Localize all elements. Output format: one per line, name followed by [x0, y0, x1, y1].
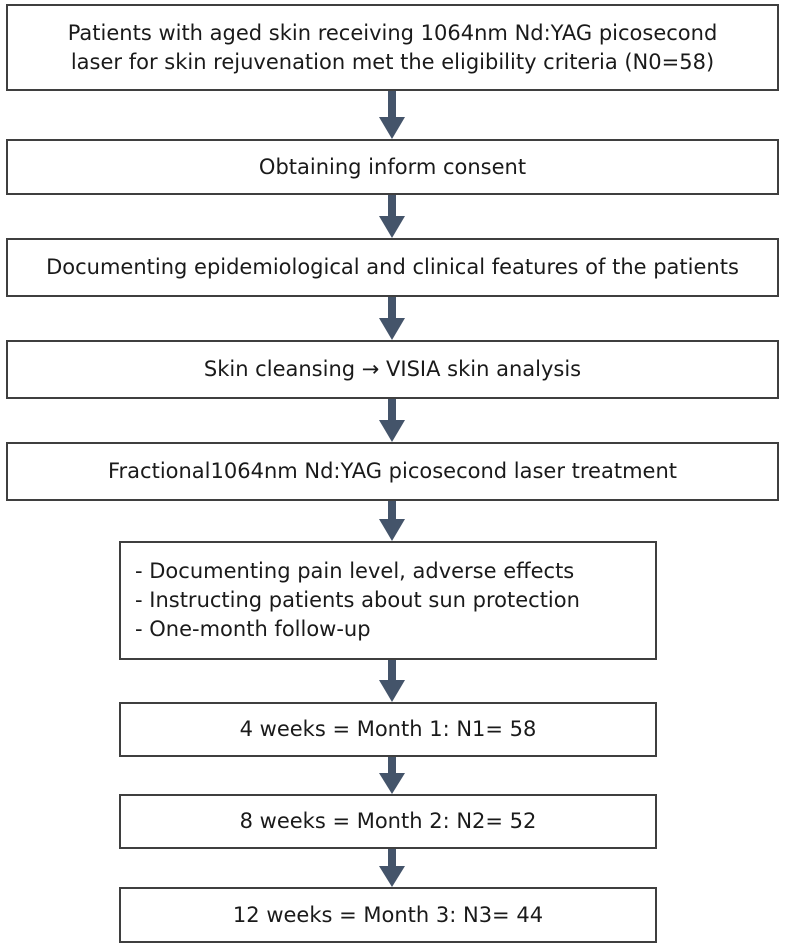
step-skin-analysis-label: Skin cleansing → VISIA skin analysis	[203, 357, 582, 382]
step-consent-box: Obtaining inform consent	[6, 139, 779, 195]
step-consent-label: Obtaining inform consent	[258, 154, 527, 179]
step-eligibility-box: Patients with aged skin receiving 1064nm…	[6, 4, 779, 91]
down-arrow-icon	[379, 660, 405, 702]
step-month-2-label: 8 weeks = Month 2: N2= 52	[239, 809, 537, 834]
step-follow-up-item-pain: - Documenting pain level, adverse effect…	[135, 559, 575, 584]
step-follow-up-item-one-month: - One-month follow-up	[135, 616, 371, 641]
down-arrow-icon	[379, 399, 405, 442]
down-arrow-icon	[379, 195, 405, 238]
down-arrow-icon	[379, 849, 405, 887]
step-month-3-label: 12 weeks = Month 3: N3= 44	[232, 902, 544, 927]
step-eligibility-line-2: laser for skin rejuvenation met the elig…	[70, 49, 715, 74]
step-documenting-features-label: Documenting epidemiological and clinical…	[46, 255, 739, 280]
down-arrow-icon	[379, 91, 405, 139]
step-eligibility-line-1: Patients with aged skin receiving 1064nm…	[67, 20, 718, 45]
step-month-3-box: 12 weeks = Month 3: N3= 44	[119, 887, 657, 943]
down-arrow-icon	[379, 757, 405, 794]
step-follow-up-box: - Documenting pain level, adverse effect…	[119, 541, 657, 660]
step-laser-treatment-label: Fractional1064nm Nd:YAG picosecond laser…	[107, 459, 678, 484]
step-documenting-features-box: Documenting epidemiological and clinical…	[6, 238, 779, 297]
step-laser-treatment-box: Fractional1064nm Nd:YAG picosecond laser…	[6, 442, 779, 501]
step-month-1-label: 4 weeks = Month 1: N1= 58	[239, 717, 537, 742]
down-arrow-icon	[379, 297, 405, 340]
step-skin-analysis-box: Skin cleansing → VISIA skin analysis	[6, 340, 779, 399]
step-month-1-box: 4 weeks = Month 1: N1= 58	[119, 702, 657, 757]
step-month-2-box: 8 weeks = Month 2: N2= 52	[119, 794, 657, 849]
step-follow-up-item-sun-protection: - Instructing patients about sun protect…	[135, 588, 580, 613]
down-arrow-icon	[379, 501, 405, 541]
